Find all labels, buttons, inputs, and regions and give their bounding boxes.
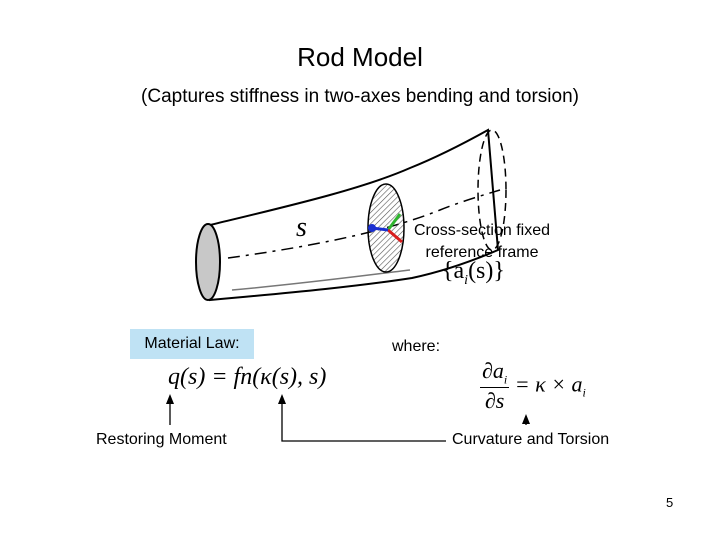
rod-arc-length-label: s (296, 212, 307, 243)
slide-title: Rod Model (297, 42, 423, 72)
cross-section-label-line1: Cross-section fixed (413, 222, 551, 239)
frame-formula-right: (s)} (468, 258, 505, 284)
rod-centerline (227, 189, 501, 259)
page-number: 5 (666, 495, 674, 510)
frame-formula-sub: i (464, 273, 469, 288)
frame-formula: {ai(s)} (442, 258, 505, 288)
fraction-denominator: ∂s (484, 388, 505, 414)
curvature-arrow-head-left (278, 394, 286, 404)
fraction-numerator: ∂ai (480, 358, 510, 389)
slide-subtitle: (Captures stiffness in two-axes bending … (141, 86, 579, 107)
where-label: where: (392, 338, 441, 355)
curvature-rhs-sub: i (582, 385, 586, 400)
curvature-rhs: = κ × a (509, 371, 583, 397)
curvature-fraction: ∂ai ∂s (480, 358, 510, 414)
frame-formula-left: {a (442, 258, 465, 284)
frame-axis-x (387, 228, 403, 244)
material-law-formula: q(s) = fn(κ(s), s) (168, 364, 327, 390)
rod-far-end (477, 129, 507, 251)
material-law-label: Material Law: (130, 329, 254, 359)
curvature-arrow-head-right (522, 414, 530, 424)
restoring-moment-label: Restoring Moment (96, 431, 227, 448)
frame-axis-y (386, 213, 402, 231)
rod-shading (231, 269, 411, 291)
curvature-formula: ∂ai ∂s = κ × ai (480, 358, 586, 414)
cross-section-label-line2: reference frame (425, 244, 539, 261)
curvature-torsion-label: Curvature and Torsion (452, 431, 610, 448)
rod-body (204, 128, 500, 302)
cross-section-label: Cross-section fixed reference frame (402, 220, 562, 264)
curvature-connector (281, 402, 446, 442)
frame-origin (368, 224, 376, 232)
restoring-arrow-head (166, 394, 174, 404)
rod-near-end-cap (195, 223, 221, 301)
